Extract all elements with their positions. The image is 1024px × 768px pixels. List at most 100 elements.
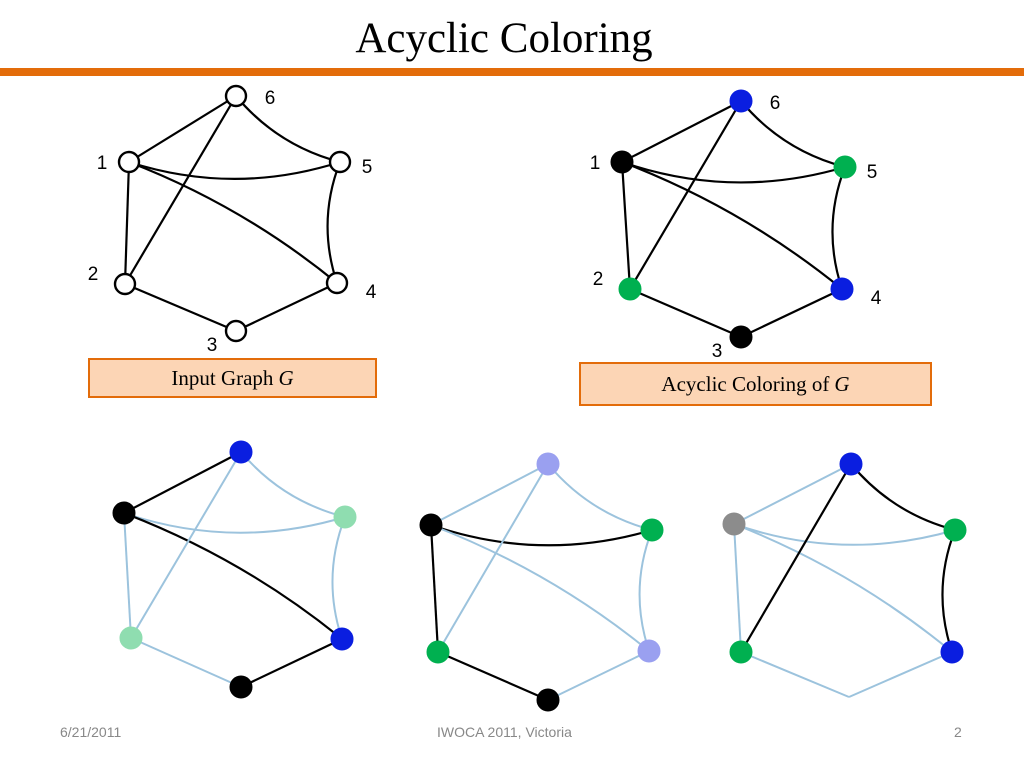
- edge-2-3: [740, 651, 850, 698]
- edge-5-6: [240, 451, 346, 518]
- edge-3-4: [740, 288, 843, 338]
- edge-3-4: [240, 638, 343, 688]
- edge-1-6: [733, 463, 852, 525]
- vertex-4: [637, 639, 661, 663]
- vertex-4: [325, 271, 349, 295]
- vertex-label-4: 4: [366, 282, 377, 303]
- vertex-5: [640, 518, 664, 542]
- edge-4-5: [941, 529, 957, 653]
- vertex-label-6: 6: [770, 93, 781, 114]
- edge-3-4: [848, 651, 953, 698]
- edge-5-6: [235, 95, 341, 164]
- vertex-1: [117, 150, 141, 174]
- edge-5-6: [547, 463, 653, 531]
- vertex-1: [722, 512, 746, 536]
- edge-3-4: [547, 650, 650, 701]
- edge-1-2: [733, 523, 742, 653]
- edge-1-4: [733, 523, 953, 653]
- edge-1-6: [621, 100, 742, 163]
- edge-1-5: [621, 160, 846, 184]
- vertex-5: [943, 518, 967, 542]
- edge-5-6: [740, 100, 846, 169]
- edge-3-4: [235, 282, 338, 332]
- edge-1-5: [123, 512, 346, 534]
- edge-2-3: [124, 282, 237, 333]
- edge-1-5: [430, 523, 653, 547]
- vertex-5: [328, 150, 352, 174]
- acyclic-coloring-caption-variable: G: [834, 371, 850, 396]
- vertex-1: [610, 150, 634, 174]
- vertex-3: [729, 325, 753, 349]
- edge-4-5: [326, 161, 342, 284]
- vertex-6: [839, 452, 863, 476]
- edge-1-4: [621, 160, 843, 290]
- input-graph-panel: 1 2 3 4 5 6: [88, 84, 377, 356]
- edge-2-6: [740, 463, 852, 653]
- bicolored-subgraph-black-green: [419, 452, 664, 712]
- vertex-label-4: 4: [871, 288, 882, 309]
- bicolored-subgraph-black-blue: [112, 440, 357, 699]
- vertex-6: [224, 84, 248, 108]
- edge-4-5: [331, 516, 346, 640]
- vertex-1: [419, 513, 443, 537]
- vertex-6: [536, 452, 560, 476]
- title-divider: [0, 68, 1024, 76]
- edge-1-2: [620, 161, 632, 290]
- vertex-4: [830, 277, 854, 301]
- bicolored-subgraph-blue-green: [722, 452, 967, 698]
- input-graph-caption-variable: G: [278, 365, 294, 390]
- edge-1-2: [429, 524, 440, 653]
- edge-2-3: [437, 650, 549, 702]
- edge-2-6: [124, 95, 237, 285]
- vertex-3: [229, 675, 253, 699]
- edge-1-6: [123, 451, 242, 514]
- edge-1-6: [430, 463, 549, 526]
- vertex-label-5: 5: [362, 157, 373, 178]
- vertex-6: [729, 89, 753, 113]
- vertex-5: [833, 155, 857, 179]
- acyclic-coloring-caption-text: Acyclic Coloring of: [661, 371, 830, 396]
- vertex-2: [426, 640, 450, 664]
- vertex-1: [112, 501, 136, 525]
- vertex-label-2: 2: [593, 269, 604, 290]
- vertex-4: [330, 627, 354, 651]
- vertex-label-3: 3: [207, 335, 218, 356]
- vertex-3: [536, 688, 560, 712]
- edge-2-3: [629, 287, 742, 339]
- vertex-2: [729, 640, 753, 664]
- vertex-2: [618, 277, 642, 301]
- vertex-label-3: 3: [712, 341, 723, 362]
- vertex-6: [229, 440, 253, 464]
- vertex-4: [940, 640, 964, 664]
- vertex-2: [113, 272, 137, 296]
- input-graph-caption-text: Input Graph: [171, 365, 274, 390]
- edge-1-5: [733, 523, 956, 546]
- edge-2-6: [437, 463, 549, 653]
- vertex-2: [119, 626, 143, 650]
- edge-2-6: [629, 100, 742, 290]
- acyclic-coloring-panel: 1 2 3 4 5 6: [590, 89, 882, 362]
- edge-1-5: [128, 160, 341, 180]
- vertex-label-5: 5: [867, 162, 878, 183]
- edge-1-2: [123, 161, 131, 285]
- vertex-label-6: 6: [265, 88, 276, 109]
- edge-2-3: [130, 637, 242, 688]
- edge-1-4: [430, 524, 650, 652]
- edge-1-2: [123, 512, 132, 639]
- edge-4-5: [638, 529, 653, 652]
- vertex-label-2: 2: [88, 264, 99, 285]
- footer-date: 6/21/2011: [60, 724, 122, 740]
- vertex-label-1: 1: [97, 153, 108, 174]
- edge-4-5: [831, 166, 847, 290]
- footer-page-number: 2: [954, 724, 962, 740]
- footer-venue: IWOCA 2011, Victoria: [437, 724, 572, 740]
- edge-1-6: [128, 95, 237, 163]
- vertex-5: [333, 505, 357, 529]
- edge-1-4: [123, 511, 343, 640]
- vertex-label-1: 1: [590, 153, 601, 174]
- edge-5-6: [850, 463, 956, 532]
- slide-title: Acyclic Coloring: [355, 15, 653, 62]
